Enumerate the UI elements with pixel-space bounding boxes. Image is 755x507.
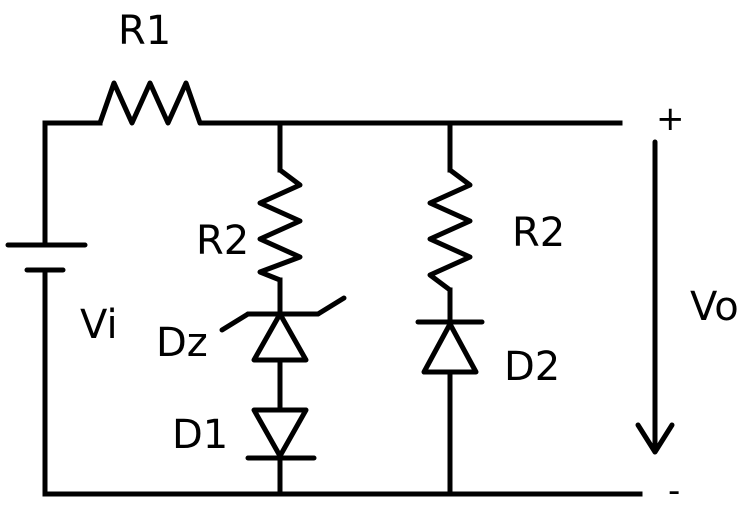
diode-d2 [415, 319, 485, 375]
label-d2: D2 [504, 344, 560, 390]
wire-left-top [42, 120, 103, 248]
wire-left-bottom [42, 267, 643, 497]
battery-vi [5, 242, 88, 273]
label-d1: D1 [172, 412, 228, 458]
diode-d1 [245, 407, 317, 461]
label-vo: Vo [690, 284, 739, 330]
wires [42, 120, 643, 497]
zener-diode-dz [219, 295, 347, 363]
resistor-r2-right [427, 167, 473, 293]
label-plus: + [656, 99, 685, 139]
resistor-r2-left [257, 167, 303, 283]
resistor-r1 [97, 80, 216, 126]
label-r1: R1 [118, 8, 171, 54]
label-vi: Vi [80, 302, 118, 348]
label-r2-right: R2 [512, 210, 565, 256]
label-dz: Dz [156, 320, 208, 366]
label-minus: - [668, 471, 680, 507]
label-r2-left: R2 [196, 218, 249, 264]
vo-arrow [635, 139, 675, 455]
